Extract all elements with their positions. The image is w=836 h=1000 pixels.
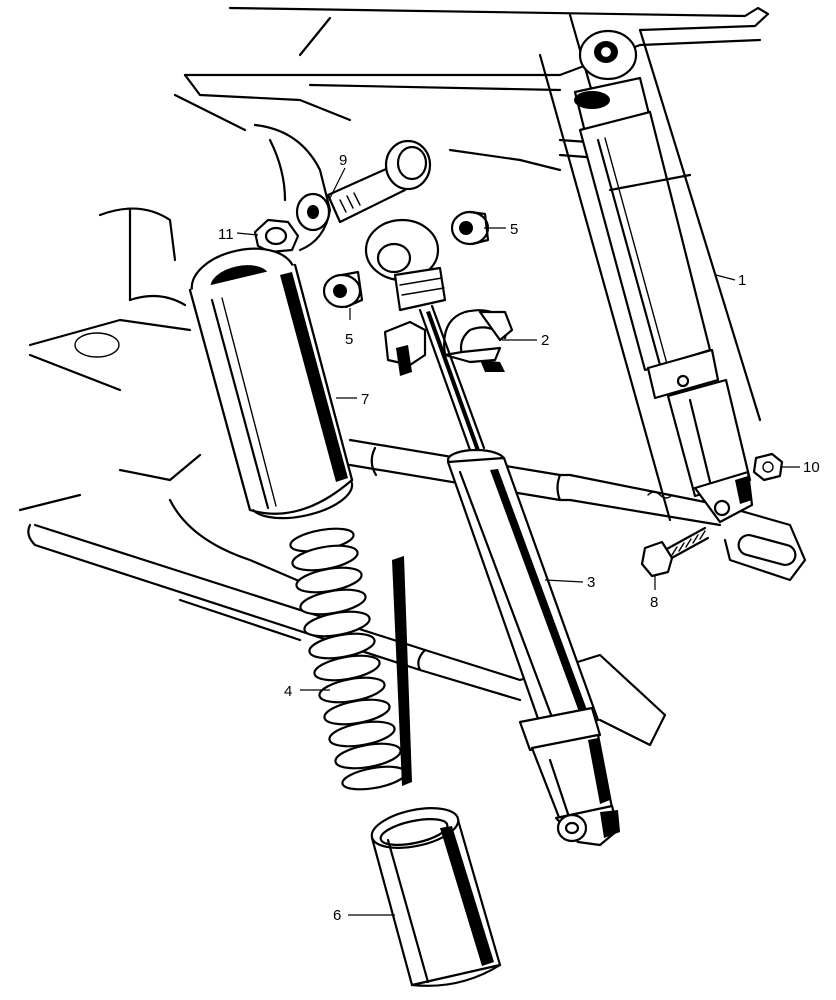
callout-3: 3 [587,574,595,591]
frame [18,6,807,747]
part-1-rear-shock-absorber [573,29,754,524]
part-5-bushing-lower [322,270,364,309]
part-6-lower-cover [370,807,502,987]
part-3-damper [364,218,620,847]
part-4-spring [289,527,412,791]
part-10-nut [752,452,784,482]
callouts: 1 2 3 4 5 5 6 7 8 9 10 11 [218,152,820,924]
part-5-bushing-upper [450,210,490,246]
callout-11: 11 [218,226,234,243]
leader-lines [236,167,800,916]
callout-5-lower: 5 [345,331,353,348]
part-7-upper-cover [188,247,354,520]
part-8-bolt [640,526,710,578]
part-11-cap-nut [253,218,300,254]
callout-4: 4 [284,683,292,700]
callout-8: 8 [650,594,658,611]
part-2-collar [443,309,514,372]
callout-7: 7 [361,391,369,408]
callout-2: 2 [541,332,549,349]
callout-9: 9 [339,152,347,169]
callout-6: 6 [333,907,341,924]
callout-10: 10 [803,459,820,476]
callout-5-upper: 5 [510,221,518,238]
callout-1: 1 [738,272,746,289]
part-9-bolt [295,139,432,232]
